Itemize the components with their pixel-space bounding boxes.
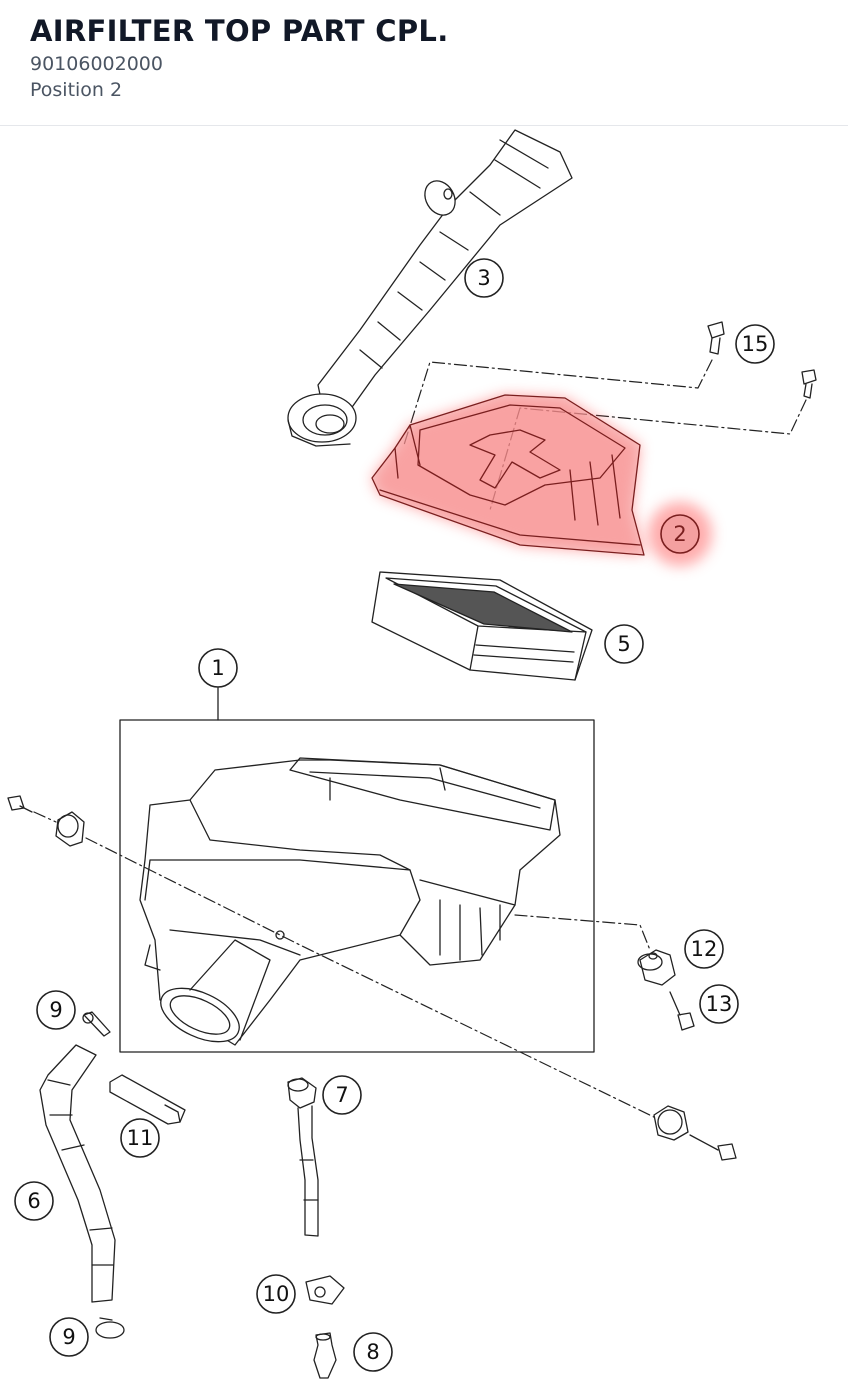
callout-5-circle[interactable]: [604, 624, 644, 664]
part-header: AIRFILTER TOP PART CPL. 90106002000 Posi…: [0, 0, 848, 126]
part-10-clip[interactable]: [305, 1275, 345, 1305]
callout-7-circle[interactable]: [322, 1075, 362, 1115]
callout-13-label: 13: [706, 992, 733, 1016]
callout-1-circle[interactable]: [198, 648, 238, 688]
callout-7-label: 7: [335, 1083, 348, 1107]
part-7-breather-hose[interactable]: [287, 1077, 319, 1237]
callout-9a-circle[interactable]: [36, 990, 76, 1030]
callout-9b-label: 9: [62, 1325, 75, 1349]
callout-10-label: 10: [263, 1282, 290, 1306]
part-3-intake-snorkel[interactable]: [287, 129, 573, 447]
callout-9a-label: 9: [49, 998, 62, 1022]
callout-10-circle[interactable]: [256, 1274, 296, 1314]
part-title: AIRFILTER TOP PART CPL.: [30, 14, 449, 48]
part-6-hose[interactable]: [39, 1044, 116, 1303]
part-position: Position 2: [30, 79, 123, 101]
callout-6-label: 6: [27, 1189, 40, 1213]
callout-11-label: 11: [127, 1126, 154, 1150]
callout-2-label: 2: [673, 522, 686, 546]
callout-6-circle[interactable]: [14, 1181, 54, 1221]
callout-8-label: 8: [366, 1340, 379, 1364]
callout-12-label: 12: [691, 937, 718, 961]
callout-1-label: 1: [211, 656, 224, 680]
part-9-clamp-lower[interactable]: [95, 1317, 125, 1339]
callout-15-circle[interactable]: [735, 324, 775, 364]
part-1-group-box: [119, 719, 595, 1053]
part-2-airfilter-top-highlight[interactable]: [371, 394, 645, 556]
callout-3-circle[interactable]: [464, 258, 504, 298]
callout-5-label: 5: [617, 632, 630, 656]
callout-12-circle[interactable]: [684, 929, 724, 969]
part-5-air-filter-element[interactable]: [371, 571, 593, 681]
part-12-rubber-damper[interactable]: [637, 949, 676, 986]
part-number: 90106002000: [30, 53, 163, 75]
callout-13-circle[interactable]: [699, 984, 739, 1024]
right-damper[interactable]: [653, 1105, 689, 1141]
right-screw[interactable]: [689, 1134, 737, 1161]
callout-9b-circle[interactable]: [49, 1317, 89, 1357]
part-13-screw[interactable]: [669, 991, 695, 1031]
callout-3-label: 3: [477, 266, 490, 290]
callout-15-label: 15: [742, 332, 769, 356]
callout-11-circle[interactable]: [120, 1118, 160, 1158]
part-1-airbox-housing[interactable]: [139, 757, 561, 1053]
part-15-screws[interactable]: [707, 321, 817, 399]
left-damper[interactable]: [55, 811, 85, 847]
part-11-bracket[interactable]: [109, 1074, 186, 1125]
left-screw[interactable]: [7, 795, 33, 813]
part-8-plug[interactable]: [313, 1332, 337, 1379]
callout-8-circle[interactable]: [353, 1332, 393, 1372]
callout-2-circle[interactable]: [660, 514, 700, 554]
part-9-clamp-upper[interactable]: [82, 1011, 111, 1037]
